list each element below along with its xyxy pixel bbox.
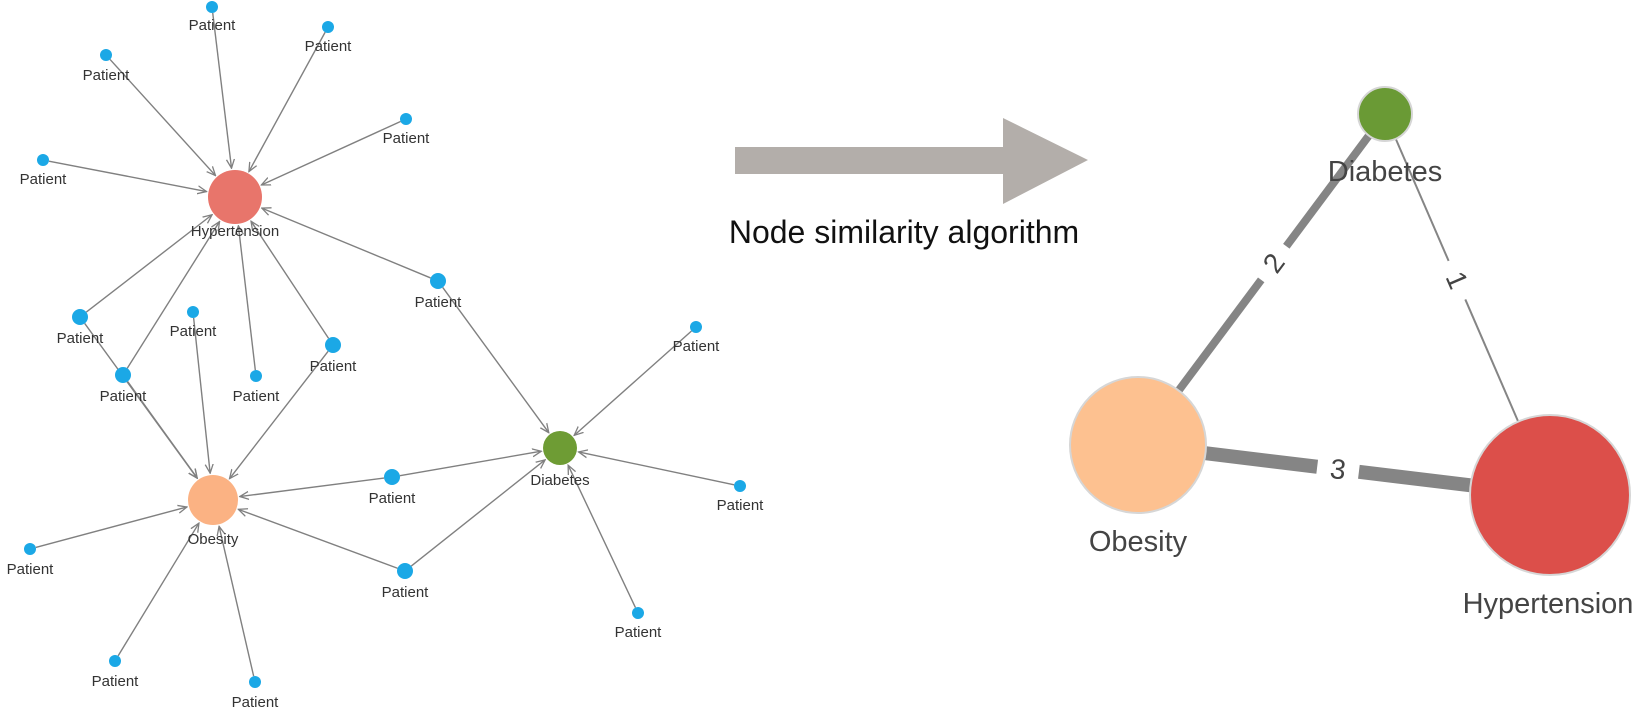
patient-node [109, 655, 121, 667]
obesity-diabetes-edge [1283, 133, 1373, 249]
patient-hypertension-edge [261, 120, 401, 184]
patient-disease-edges [35, 12, 735, 677]
patient-label: Patient [20, 171, 68, 188]
patient-obesity-edge [127, 381, 198, 478]
patient-label: Patient [170, 323, 218, 340]
patient-hypertension-edge [238, 226, 256, 371]
patient-hypertension-edge [251, 221, 330, 339]
patient-node [632, 607, 644, 619]
patient-diabetes-edge [399, 451, 541, 477]
patient-hypertension-edge [109, 58, 215, 175]
patient-node [400, 113, 412, 125]
patient-node [734, 480, 746, 492]
patient-obesity-edge [192, 317, 211, 473]
patient-label: Patient [7, 561, 55, 578]
patient-obesity-edge [35, 507, 187, 549]
patient-node [249, 676, 261, 688]
patient-label: Patient [305, 38, 353, 55]
diabetes-similarity-node [1357, 86, 1413, 142]
patient-label: Patient [369, 490, 417, 507]
patient-label: Patient [673, 338, 721, 355]
edge-weight-label: 3 [1328, 453, 1347, 486]
patient-label: Patient [57, 330, 105, 347]
patient-hypertension-edge [212, 12, 232, 168]
patient-nodes: PatientPatientPatientPatientPatientPatie… [7, 1, 765, 709]
patient-node [325, 337, 341, 353]
obesity-hypertension-edge [1204, 446, 1319, 474]
patient-diabetes-edge [574, 330, 692, 435]
obesity-node [188, 475, 238, 525]
patient-node [187, 306, 199, 318]
diabetes-node [543, 431, 577, 465]
patient-node [690, 321, 702, 333]
patient-label: Patient [310, 358, 358, 375]
patient-label: Patient [717, 497, 765, 514]
patient-node [322, 21, 334, 33]
transformation-arrow: Node similarity algorithm [729, 118, 1088, 250]
patient-hypertension-edge [249, 31, 326, 171]
patient-node [24, 543, 36, 555]
patient-label: Patient [100, 388, 148, 405]
patient-obesity-edge [117, 523, 199, 657]
hypertension-similarity-label: Hypertension [1463, 588, 1634, 620]
diabetes-hypertension-edge [1394, 138, 1450, 262]
patient-node [100, 49, 112, 61]
patient-label: Patient [415, 294, 463, 311]
obesity-diabetes-edge [1175, 277, 1265, 393]
obesity-hypertension-edge [1358, 464, 1472, 493]
diabetes-label: Diabetes [530, 472, 589, 489]
similarity-edges: 2 1 3 [1175, 133, 1520, 493]
patient-obesity-edge [240, 477, 385, 497]
hypertension-label: Hypertension [191, 223, 279, 240]
patient-label: Patient [615, 624, 663, 641]
patient-label: Patient [189, 17, 237, 34]
patient-node [397, 563, 413, 579]
patient-node [115, 367, 131, 383]
patient-node [206, 1, 218, 13]
patient-diabetes-edge [579, 452, 735, 486]
patient-hypertension-edge [262, 208, 431, 279]
patient-label: Patient [233, 388, 281, 405]
patient-diabetes-edge [442, 287, 549, 432]
patient-label: Patient [83, 67, 131, 84]
obesity-label: Obesity [188, 531, 239, 548]
patient-obesity-edge [219, 526, 255, 677]
patient-label: Patient [383, 130, 431, 147]
patient-diabetes-edge [568, 465, 637, 608]
diabetes-similarity-label: Diabetes [1328, 156, 1442, 188]
patient-node [250, 370, 262, 382]
patient-node [384, 469, 400, 485]
patient-label: Patient [382, 584, 430, 601]
edge-weight-label: 2 [1257, 248, 1291, 279]
edge-weight-label: 1 [1440, 267, 1475, 294]
diabetes-hypertension-edge [1464, 299, 1520, 422]
hypertension-node [208, 170, 262, 224]
obesity-similarity-label: Obesity [1089, 526, 1188, 558]
patient-node [37, 154, 49, 166]
hypertension-similarity-node [1469, 414, 1631, 576]
patient-hypertension-edge [85, 215, 212, 313]
patient-obesity-edge [230, 350, 329, 478]
patient-hypertension-edge [126, 222, 219, 369]
patient-diabetes-edge [410, 460, 545, 567]
patient-disease-graph: PatientPatientPatientPatientPatientPatie… [7, 1, 765, 709]
right-arrow-icon [735, 118, 1088, 204]
patient-node [430, 273, 446, 289]
patient-hypertension-edge [48, 160, 207, 191]
algorithm-caption: Node similarity algorithm [729, 214, 1079, 250]
patient-obesity-edge [238, 509, 398, 569]
patient-label: Patient [232, 694, 280, 709]
patient-node [72, 309, 88, 325]
obesity-similarity-node [1069, 376, 1207, 514]
patient-label: Patient [92, 673, 140, 690]
